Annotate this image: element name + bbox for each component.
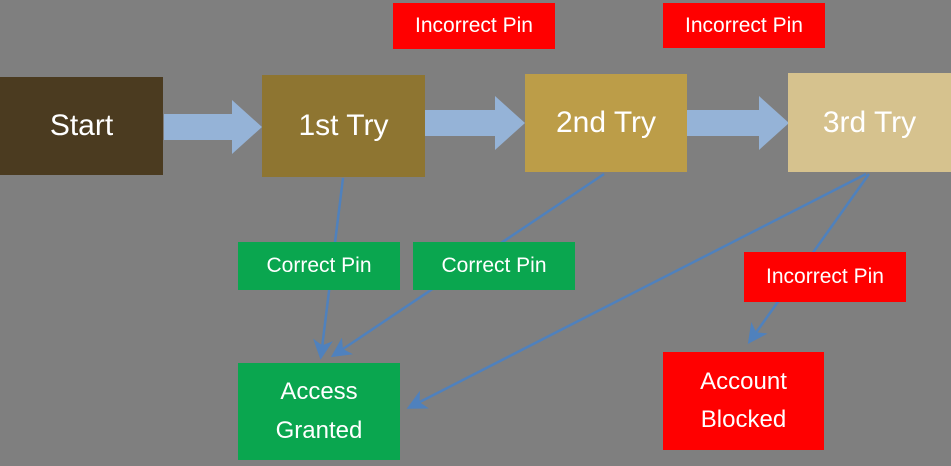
node-second-try: 2nd Try <box>525 74 687 172</box>
node-third-try: 3rd Try <box>788 73 951 172</box>
flow-arrow-try2-to-try3 <box>687 96 789 150</box>
node-account-blocked: Account Blocked <box>663 352 824 450</box>
label-incorrect-pin-right: Incorrect Pin <box>744 252 906 302</box>
node-access-granted: Access Granted <box>238 363 400 460</box>
label-correct-pin-1-text: Correct Pin <box>266 254 372 277</box>
connector-try3-to-access-granted <box>406 172 867 409</box>
label-incorrect-pin-top-1-text: Incorrect Pin <box>415 14 533 37</box>
label-incorrect-pin-top-2: Incorrect Pin <box>663 3 825 48</box>
label-correct-pin-1: Correct Pin <box>238 242 400 290</box>
node-start-label: Start <box>49 109 114 142</box>
flow-arrow-try1-to-try2 <box>425 96 525 150</box>
label-incorrect-pin-top-2-text: Incorrect Pin <box>685 13 803 37</box>
label-correct-pin-2-text: Correct Pin <box>441 254 547 277</box>
node-second-try-label: 2nd Try <box>555 106 657 139</box>
node-first-try-label: 1st Try <box>298 109 389 142</box>
node-account-blocked-label: Account Blocked <box>700 367 787 433</box>
flow-arrow-start-to-try1 <box>164 100 262 154</box>
node-first-try: 1st Try <box>262 75 425 177</box>
label-incorrect-pin-right-text: Incorrect Pin <box>766 265 884 288</box>
label-correct-pin-2: Correct Pin <box>413 242 575 290</box>
label-incorrect-pin-top-1: Incorrect Pin <box>393 3 555 49</box>
node-third-try-label: 3rd Try <box>822 105 917 139</box>
node-start: Start <box>0 77 163 175</box>
node-access-granted-label: Access Granted <box>275 378 363 444</box>
